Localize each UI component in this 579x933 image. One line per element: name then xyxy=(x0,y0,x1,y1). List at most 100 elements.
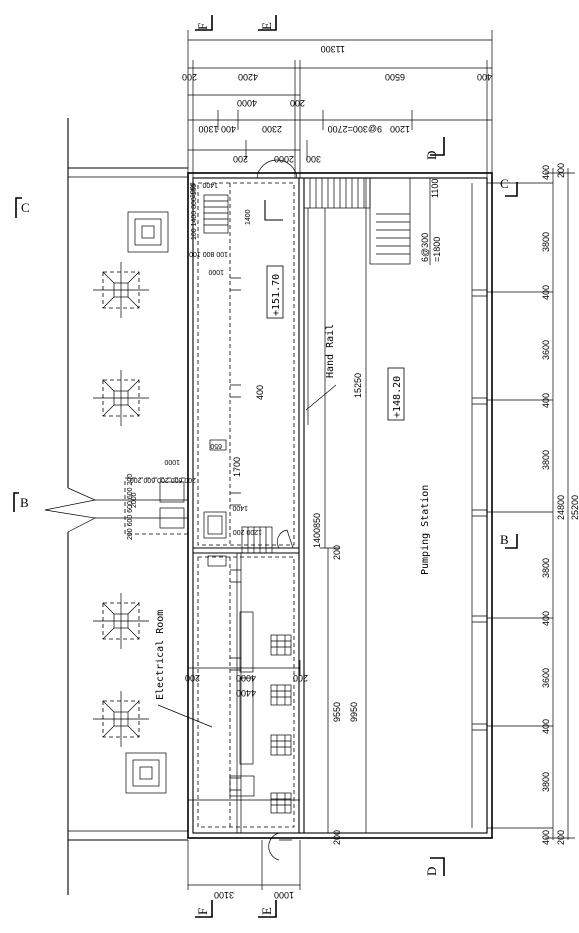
elevation-lower: +148.20 xyxy=(392,376,403,418)
dim-i-1000c: 1000 xyxy=(208,268,224,275)
dim-i-1400c: 1400 xyxy=(245,209,252,225)
dim-i-15250: 15250 xyxy=(353,373,363,398)
dimension-lines-top xyxy=(187,30,493,178)
dim-4000: 4000 xyxy=(237,98,257,108)
dim-r-400f: 400 xyxy=(541,830,551,845)
dim-4200: 4200 xyxy=(238,72,258,82)
door-bottom xyxy=(268,832,292,861)
dim-r-3800b: 3800 xyxy=(541,450,551,470)
staircase-small-top xyxy=(203,194,229,234)
dim-text-inner: 1100 6@300 =1800 15250 400 1700 650 1400… xyxy=(127,179,442,845)
dashed-upper-room xyxy=(197,182,295,546)
dim-i-100-800: 100 800 100 xyxy=(189,250,228,257)
wall-ticks xyxy=(230,277,241,791)
section-marker-e-top: E xyxy=(258,15,277,31)
dim-r-3800d: 3800 xyxy=(541,772,551,792)
elevation-upper: +151.70 xyxy=(271,274,282,316)
dim-i-1400e: 1400 xyxy=(232,504,248,511)
section-c-left-label: C xyxy=(21,200,30,215)
staircase-small-mid xyxy=(203,511,273,554)
section-d-top-label: D xyxy=(424,151,439,160)
dim-r-200b: 200 xyxy=(556,830,566,845)
dimension-lines-right xyxy=(320,168,575,840)
break-line xyxy=(44,487,97,533)
section-marker-e-bottom: E xyxy=(258,900,277,918)
section-marker-f-bottom: F xyxy=(195,900,213,918)
l-marker xyxy=(264,200,283,221)
dim-bottom-4400: 4400 xyxy=(236,688,256,698)
dim-i-9550: 9550 xyxy=(332,702,342,722)
dim-text-right: 400 200 3800 400 3600 400 3800 3800 400 … xyxy=(541,163,579,845)
door-mid xyxy=(276,529,294,549)
dim-bottom-1000: 1000 xyxy=(274,890,294,900)
hand-rail-label: Hand Rail xyxy=(325,324,336,378)
dim-i-200-600: 200 600 200 600 200 xyxy=(130,476,196,483)
dim-text-top: 11300 200 4200 6500 400 4000 200 400 130… xyxy=(182,44,492,164)
dim-bottom-200: 200 xyxy=(185,673,200,683)
section-b-left-label: B xyxy=(20,495,29,510)
pile-caps xyxy=(125,211,169,794)
footings xyxy=(93,262,189,747)
dim-6500: 6500 xyxy=(385,72,405,82)
dim-i-200b: 200 xyxy=(332,830,342,845)
section-e-bottom-label: E xyxy=(259,907,274,915)
dashed-lower-room xyxy=(197,556,295,828)
dim-i-2000: 2000 xyxy=(131,492,138,508)
dim-r-3800a: 3800 xyxy=(541,232,551,252)
dim-i-1200-200: 1200 200 xyxy=(233,528,262,535)
dim-2000: 2000 xyxy=(274,154,294,164)
dim-i-6x300: 6@300 xyxy=(420,233,430,262)
dim-i-9950: 9950 xyxy=(349,702,359,722)
dim-r-200: 200 xyxy=(556,163,566,178)
dim-bottom-3100: 3100 xyxy=(214,890,234,900)
dim-i-1000a: 1000 xyxy=(190,182,197,198)
section-c-right-label: C xyxy=(500,176,509,191)
section-marker-d-bottom: D xyxy=(424,857,445,876)
dim-300: 300 xyxy=(306,154,321,164)
pumping-station-label: Pumping Station xyxy=(420,485,431,575)
electrical-room-label: Electrical Room xyxy=(155,610,166,700)
door-top xyxy=(256,159,298,179)
dim-i-400: 400 xyxy=(255,385,265,400)
dim-i-200: 200 xyxy=(332,545,342,560)
dim-i-1000d: 1000 xyxy=(164,458,180,465)
dim-i-1100: 1100 xyxy=(430,179,440,198)
staircase-main xyxy=(303,177,411,265)
dim-r-3600a: 3600 xyxy=(541,340,551,360)
dim-r-400b: 400 xyxy=(541,285,551,300)
dim-r-24800: 24800 xyxy=(556,495,566,520)
outer-wall xyxy=(187,172,493,839)
section-marker-b-left: B xyxy=(13,492,29,512)
dim-1200: 1200 xyxy=(390,124,410,134)
dim-i-1400d: 1400 xyxy=(202,181,218,188)
dimension-lines-bottom xyxy=(187,660,301,890)
electrical-leader xyxy=(157,704,213,728)
section-marker-d-top: D xyxy=(424,137,445,160)
column-stubs xyxy=(472,289,487,731)
dim-i-1800: =1800 xyxy=(432,237,442,262)
dim-i-650: 650 xyxy=(210,442,222,449)
dim-r-3600b: 3600 xyxy=(541,668,551,688)
dim-r-400a: 400 xyxy=(541,165,551,180)
section-f-bottom-label: F xyxy=(195,908,210,915)
dim-bottom-4000: 4000 xyxy=(236,673,256,683)
dim-i-200-600b: 200 600 600 600 200 xyxy=(127,474,134,540)
section-marker-f-top: F xyxy=(195,15,213,31)
dim-r-3800c: 3800 xyxy=(541,558,551,578)
dim-200b: 200 xyxy=(290,98,305,108)
dim-400-1300: 400 1300 xyxy=(198,124,236,134)
section-marker-c-right: C xyxy=(500,176,518,197)
dim-400a: 400 xyxy=(477,72,492,82)
dim-200a: 200 xyxy=(182,72,197,82)
dim-11300: 11300 xyxy=(321,44,345,54)
section-marker-b-right: B xyxy=(500,532,518,549)
section-marker-c-left: C xyxy=(15,197,30,218)
dim-2300: 2300 xyxy=(262,124,282,134)
section-f-top-label: F xyxy=(195,23,210,30)
hand-rail-leader xyxy=(305,384,337,411)
dim-r-400e: 400 xyxy=(541,719,551,734)
dim-i-850: 850 xyxy=(312,513,322,528)
section-e-top-label: E xyxy=(259,22,274,30)
dim-r-25200: 25200 xyxy=(570,495,579,520)
